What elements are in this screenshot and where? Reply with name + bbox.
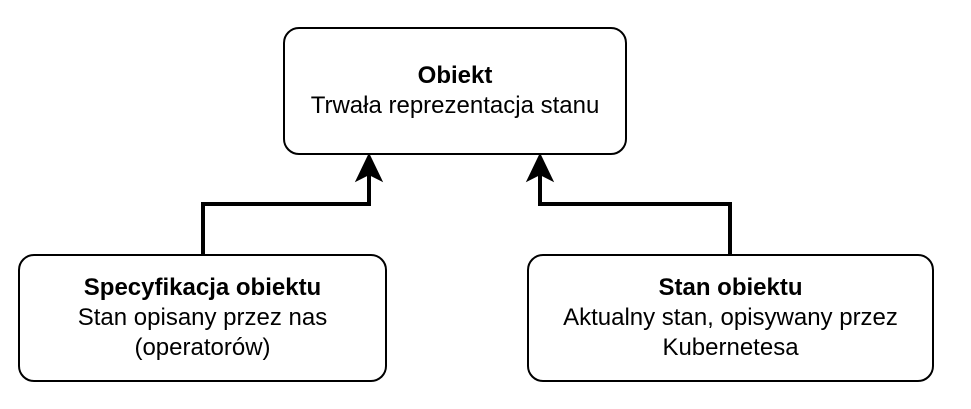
node-spec-line-1: Stan opisany przez nas bbox=[77, 304, 328, 331]
node-spec: Specyfikacja obiektu Stan opisany przez … bbox=[18, 254, 387, 382]
node-object-line-1: Trwała reprezentacja stanu bbox=[310, 92, 600, 119]
connector-line-right bbox=[538, 172, 732, 254]
node-object: Obiekt Trwała reprezentacja stanu bbox=[283, 27, 627, 155]
arrowhead-up-left bbox=[354, 152, 384, 183]
node-object-title: Obiekt bbox=[417, 62, 493, 89]
node-status-line-2: Kubernetesa bbox=[662, 334, 799, 361]
arrowhead-up-right bbox=[525, 152, 555, 183]
node-status-title: Stan obiektu bbox=[658, 274, 803, 301]
node-spec-title: Specyfikacja obiektu bbox=[83, 274, 322, 301]
edge-status-to-object bbox=[525, 152, 732, 254]
node-status-line-1: Aktualny stan, opisywany przez bbox=[563, 304, 898, 331]
connector-line-left bbox=[201, 172, 371, 254]
edge-spec-to-object bbox=[201, 152, 384, 254]
node-status: Stan obiektu Aktualny stan, opisywany pr… bbox=[527, 254, 934, 382]
node-spec-line-2: (operatorów) bbox=[134, 334, 271, 361]
